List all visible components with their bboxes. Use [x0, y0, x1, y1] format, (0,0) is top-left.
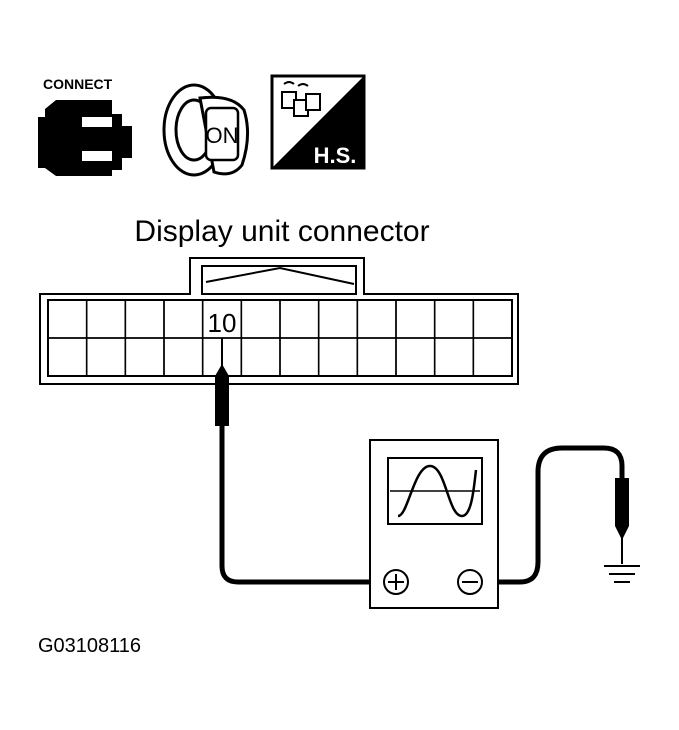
connector-plug-shape [38, 100, 132, 176]
waveform-trace [397, 464, 478, 518]
display-unit-connector: 10 [39, 257, 519, 385]
positive-terminal-icon [383, 569, 409, 595]
connect-label: CONNECT [43, 76, 113, 92]
ignition-key-icon: ON [162, 83, 249, 177]
negative-lead-wire [488, 445, 625, 585]
oscilloscope [369, 439, 499, 609]
terminal-10-label: 10 [208, 308, 237, 338]
negative-terminal-icon [457, 569, 483, 595]
connect-icon: CONNECT [38, 76, 132, 176]
terminal-cavity [472, 337, 513, 377]
hs-label: H.S. [314, 143, 357, 168]
connector-title: Display unit connector [134, 215, 429, 248]
positive-probe [215, 338, 229, 426]
ground-probe [615, 478, 629, 564]
positive-lead-wire [219, 426, 376, 585]
hs-icon: H.S. [270, 74, 366, 170]
ground-icon [604, 565, 640, 583]
ignition-on-label: ON [206, 123, 239, 148]
figure-id: G03108116 [38, 635, 141, 657]
connector-lock-tab [201, 265, 357, 295]
terminal-grid [47, 299, 513, 377]
